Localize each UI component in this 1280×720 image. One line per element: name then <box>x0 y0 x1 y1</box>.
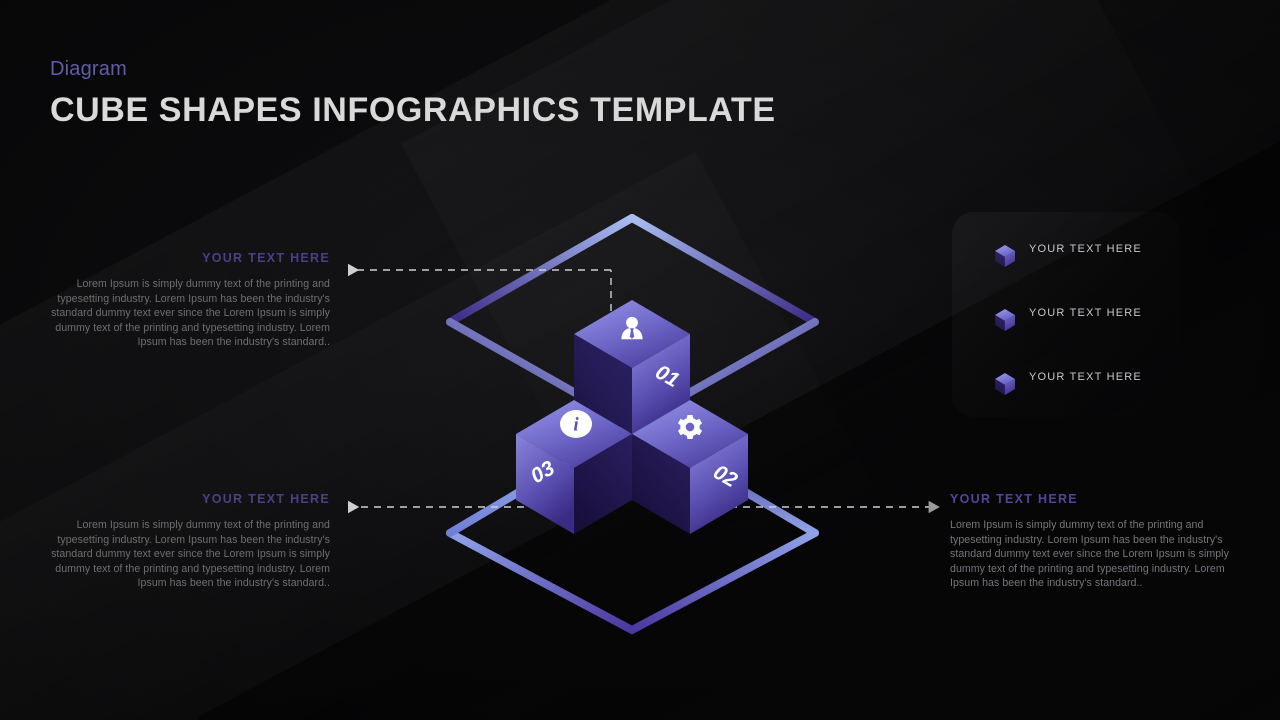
page-kicker: Diagram <box>50 58 127 80</box>
wireframe-edge-bottom-right <box>628 529 819 634</box>
cube-02-left-face <box>632 434 690 534</box>
legend-item-label: YOUR TEXT HERE <box>1029 243 1142 255</box>
cube-icon-1 <box>995 245 1015 267</box>
cube-02[interactable]: 02 <box>632 400 748 534</box>
legend-item-3[interactable]: YOUR TEXT HERE <box>994 371 1142 383</box>
cube-01[interactable]: 01 <box>574 300 690 434</box>
legend-item-1[interactable]: YOUR TEXT HERE <box>994 243 1142 255</box>
gear-icon <box>678 415 702 439</box>
businessman-icon <box>621 316 643 340</box>
legend-item-label: YOUR TEXT HERE <box>1029 307 1142 319</box>
cube-03-right-face <box>574 434 632 534</box>
text-block-heading: YOUR TEXT HERE <box>202 251 330 265</box>
legend-item-label: YOUR TEXT HERE <box>1029 371 1142 383</box>
text-block-heading: YOUR TEXT HERE <box>950 492 1078 506</box>
cube-03-left-face <box>516 434 574 534</box>
info-icon: i <box>560 410 592 438</box>
page-title: CUBE SHAPES INFOGRAPHICS TEMPLATE <box>50 91 776 129</box>
svg-text:i: i <box>573 415 579 436</box>
text-block-bottom-right: YOUR TEXT HERE Lorem Ipsum is simply dum… <box>950 492 1230 591</box>
wireframe-edge-bottom-left <box>446 529 636 634</box>
legend-item-2[interactable]: YOUR TEXT HERE <box>994 307 1142 319</box>
cube-icon-2 <box>995 309 1015 331</box>
text-block-body: Lorem Ipsum is simply dummy text of the … <box>51 519 330 590</box>
text-block-body: Lorem Ipsum is simply dummy text of the … <box>51 278 330 349</box>
text-block-bottom-left: YOUR TEXT HERE Lorem Ipsum is simply dum… <box>50 492 330 591</box>
text-block-body: Lorem Ipsum is simply dummy text of the … <box>950 519 1229 590</box>
cube-03[interactable]: i 03 <box>516 400 632 534</box>
text-block-heading: YOUR TEXT HERE <box>202 492 330 506</box>
wireframe-edge-top-right <box>628 214 819 326</box>
legend-panel: YOUR TEXT HERE YOUR TEXT HERE YOUR TEXT … <box>952 212 1180 417</box>
cube-01-left-face <box>574 334 632 434</box>
legend-cube-icons <box>995 245 1015 395</box>
cube-02-right-face <box>690 434 748 534</box>
cube-icon-3 <box>995 373 1015 395</box>
cube-01-right-face <box>632 334 690 434</box>
text-block-top-left: YOUR TEXT HERE Lorem Ipsum is simply dum… <box>50 251 330 350</box>
